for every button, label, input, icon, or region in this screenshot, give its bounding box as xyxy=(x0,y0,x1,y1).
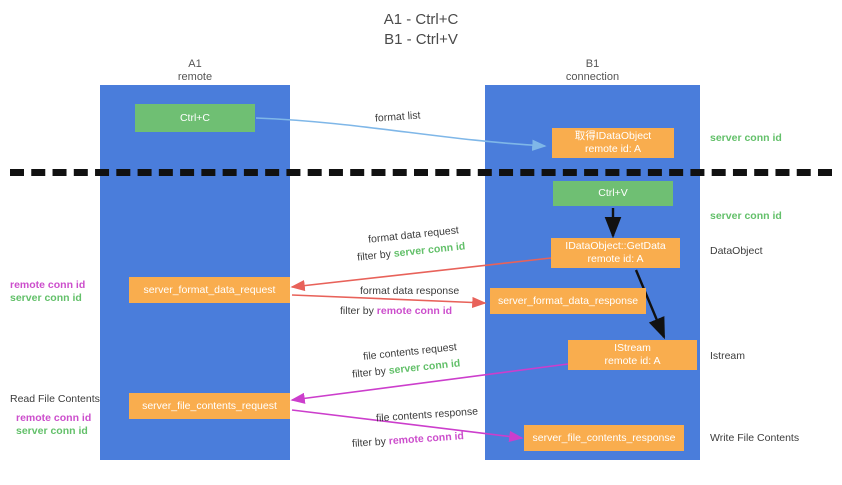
edge-label-format-data-response-filter: filter by remote conn id xyxy=(340,305,452,318)
box-istream-sub: remote id: A xyxy=(604,355,661,367)
right-label-dataobject: DataObject xyxy=(710,245,763,257)
lane-header-b1: B1 connection xyxy=(485,58,700,84)
box-idataobject-sub: remote id: A xyxy=(584,143,642,155)
arrow-file-contents-request xyxy=(290,363,569,404)
left-label-server-conn-id-bottom: server conn id xyxy=(16,425,88,437)
box-server-file-contents-response[interactable]: server_file_contents_response xyxy=(524,425,684,451)
arrow-format-list xyxy=(255,117,547,151)
filter-prefix-3: filter by xyxy=(351,364,390,381)
lane-a1-sub: remote xyxy=(177,71,213,83)
box-getdata-sub: remote id: A xyxy=(587,253,644,265)
edge-label-format-data-response: format data response xyxy=(360,285,460,297)
box-server-file-contents-request-label: server_file_contents_request xyxy=(142,399,277,412)
box-server-format-data-response-label: server_format_data_response xyxy=(497,294,639,307)
box-idataobject-getdata[interactable]: IDataObject::GetData remote id: A xyxy=(551,238,680,268)
right-label-server-conn-id-top: server conn id xyxy=(710,132,782,144)
left-label-server-conn-id-mid: server conn id xyxy=(10,292,82,304)
left-label-read-file-contents: Read File Contents xyxy=(10,393,100,405)
box-ctrl-v-label: Ctrl+V xyxy=(598,187,628,199)
box-server-format-data-request[interactable]: server_format_data_request xyxy=(129,277,290,303)
box-idataobject-title: 取得IDataObject xyxy=(574,130,652,142)
boundary-divider xyxy=(10,169,832,176)
box-ctrl-c-label: Ctrl+C xyxy=(179,111,211,124)
arrow-getdata-to-istream xyxy=(634,269,666,340)
filter-prefix-4: filter by xyxy=(351,435,390,450)
filter-key-remote-conn-id-1: remote conn id xyxy=(376,305,453,317)
box-server-file-contents-response-label: server_file_contents_response xyxy=(532,431,676,444)
arrow-format-data-request xyxy=(290,257,552,292)
lane-b1-name: B1 xyxy=(585,58,600,70)
box-getdata-title: IDataObject::GetData xyxy=(565,240,666,252)
box-istream-title: IStream xyxy=(614,342,651,354)
lane-a1-name: A1 xyxy=(188,58,202,70)
box-server-format-data-request-label: server_format_data_request xyxy=(143,283,276,296)
lane-header-a1: A1 remote xyxy=(100,58,290,84)
filter-prefix-1: filter by xyxy=(356,247,395,264)
right-label-server-conn-id-mid: server conn id xyxy=(710,210,782,222)
left-label-remote-conn-id-bottom: remote conn id xyxy=(16,412,92,424)
diagram-title: A1 - Ctrl+C B1 - Ctrl+V xyxy=(0,10,842,50)
lane-b1-sub: connection xyxy=(565,71,620,83)
arrow-format-data-response xyxy=(291,294,487,309)
box-ctrl-c[interactable]: Ctrl+C xyxy=(135,104,255,132)
box-ctrl-v[interactable]: Ctrl+V xyxy=(553,181,673,206)
box-idataobject[interactable]: 取得IDataObject remote id: A xyxy=(552,128,674,158)
box-server-format-data-response[interactable]: server_format_data_response xyxy=(490,288,646,314)
right-label-write-file-contents: Write File Contents xyxy=(710,432,800,444)
arrow-file-contents-response xyxy=(291,409,524,443)
title-line-2: B1 - Ctrl+V xyxy=(384,31,458,48)
filter-prefix-2: filter by xyxy=(340,305,377,317)
box-istream[interactable]: IStream remote id: A xyxy=(568,340,697,370)
box-server-file-contents-request[interactable]: server_file_contents_request xyxy=(129,393,290,419)
title-line-1: A1 - Ctrl+C xyxy=(383,11,459,28)
right-label-istream: Istream xyxy=(710,350,746,362)
left-label-remote-conn-id-mid: remote conn id xyxy=(10,279,86,291)
